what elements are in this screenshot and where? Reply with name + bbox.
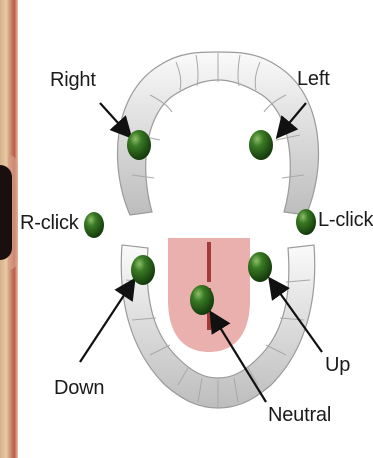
- label-l-click: L-click: [318, 210, 373, 230]
- arrow-down: [80, 283, 132, 362]
- marker-r-click: [84, 212, 104, 238]
- label-up: Up: [325, 355, 350, 375]
- marker-up: [248, 252, 272, 282]
- label-down: Down: [54, 378, 104, 398]
- marker-l-click: [296, 209, 316, 235]
- marker-right: [127, 130, 151, 160]
- label-r-click: R-click: [20, 213, 79, 233]
- label-left: Left: [297, 69, 330, 89]
- marker-left: [249, 130, 273, 160]
- marker-down: [131, 255, 155, 285]
- upper-teeth-arch: [118, 52, 319, 215]
- marker-neutral: [190, 285, 214, 315]
- label-neutral: Neutral: [268, 405, 331, 425]
- label-right: Right: [50, 70, 96, 90]
